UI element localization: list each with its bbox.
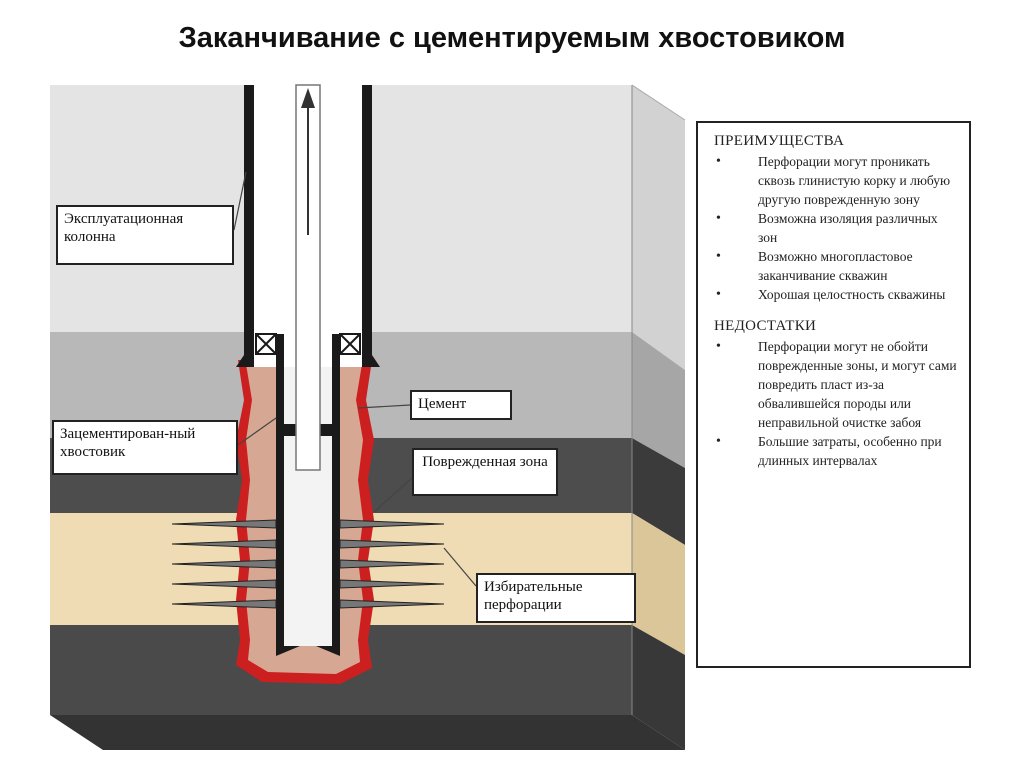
- selective-perforations-label: Избирательные перфорации: [476, 573, 636, 623]
- formation-side-face: [50, 85, 685, 750]
- cemented-liner-label: Зацементирован-ный хвостовик: [52, 420, 238, 475]
- up-arrow-icon: [301, 88, 315, 235]
- cemented-liner-label-text: Зацементирован-ный хвостовик: [60, 426, 196, 460]
- leader-lines: [233, 171, 477, 587]
- cemented-liner: [276, 334, 340, 656]
- list-item: Хорошая целостность скважины: [714, 285, 957, 304]
- pros-cons-panel: ПРЕИМУЩЕСТВА Перфорации могут проникать …: [696, 121, 971, 668]
- selective-perforations-label-text: Избирательные перфорации: [484, 579, 583, 613]
- list-item: Большие затраты, особенно при длинных ин…: [714, 432, 957, 470]
- list-item: Возможна изоляция различных зон: [714, 209, 957, 247]
- list-item: Перфорации могут проникать сквозь глинис…: [714, 152, 957, 209]
- disadvantages-heading: НЕДОСТАТКИ: [714, 318, 817, 334]
- cement-label: Цемент: [410, 390, 512, 420]
- advantages-heading: ПРЕИМУЩЕСТВА: [714, 133, 845, 149]
- damaged-zone-label: Поврежденная зона: [412, 448, 558, 496]
- list-item: Возможно многопластовое заканчивание скв…: [714, 247, 957, 285]
- production-casing-label: Эксплуатационная колонна: [56, 205, 234, 265]
- advantages-list: Перфорации могут проникать сквозь глинис…: [714, 152, 957, 304]
- list-item: Перфорации могут не обойти поврежденные …: [714, 337, 957, 432]
- production-casing-label-text: Эксплуатационная колонна: [64, 211, 184, 245]
- x-box-icon: [255, 333, 361, 355]
- disadvantages-list: Перфорации могут не обойти поврежденные …: [714, 337, 957, 470]
- page-title: Заканчивание с цементируемым хвостовиком: [178, 22, 846, 54]
- damaged-zone-label-text: Поврежденная зона: [422, 454, 548, 470]
- cement-label-text: Цемент: [418, 396, 467, 412]
- perforation-tunnels: [171, 519, 445, 609]
